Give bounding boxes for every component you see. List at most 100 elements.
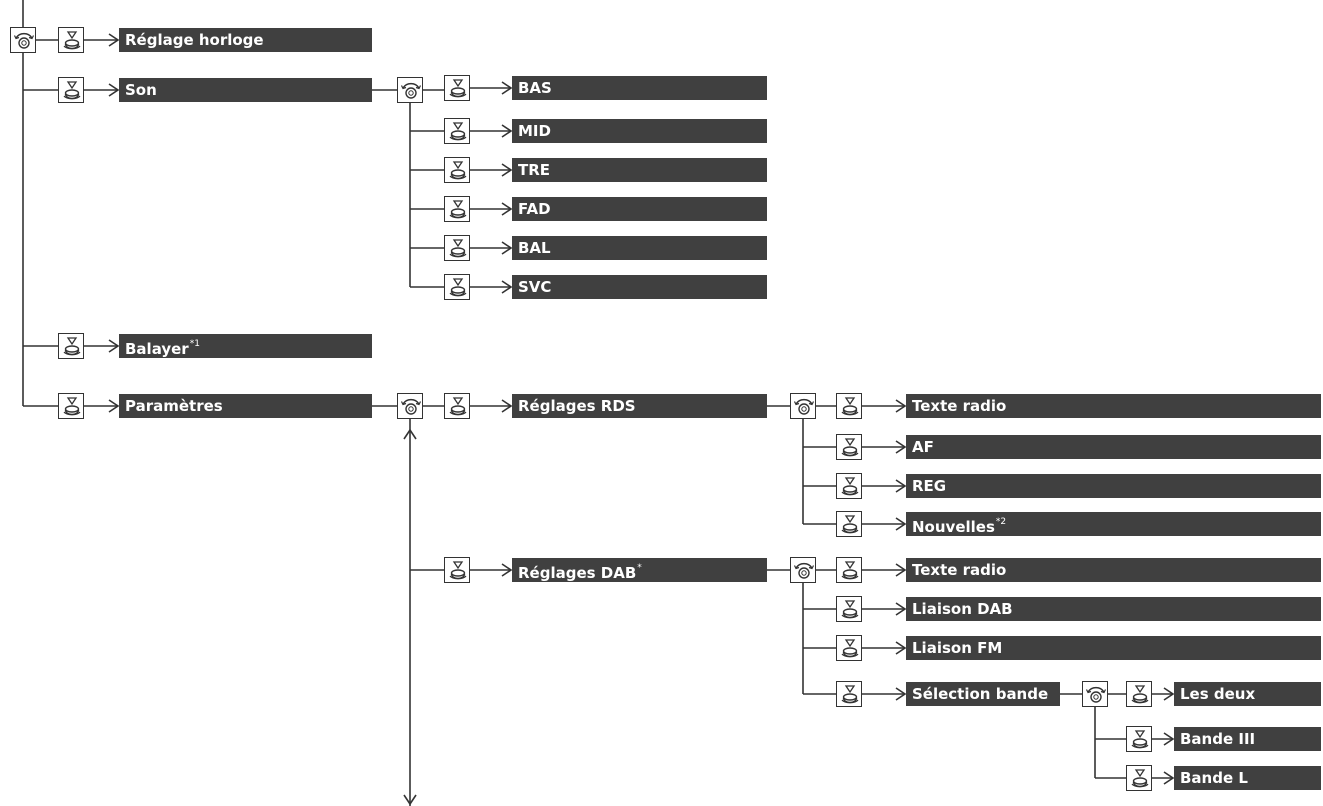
- menu-item-label: Bande L: [1180, 769, 1248, 787]
- arrow-right-icon: [470, 124, 513, 138]
- arrow-right-icon: [862, 399, 907, 413]
- menu-item-label: Liaison FM: [912, 639, 1003, 657]
- bande-item-bande-iii: Bande III: [1174, 727, 1321, 751]
- footnote-marker: *2: [995, 517, 1007, 527]
- arrow-right-icon: [84, 399, 120, 413]
- arrow-down-icon: [403, 794, 417, 806]
- arrow-right-icon: [862, 563, 907, 577]
- menu-item-label: MID: [518, 122, 551, 140]
- knob-push-icon: [444, 75, 470, 101]
- knob-rotate-icon: [397, 393, 423, 419]
- dab-item-liaison-dab: Liaison DAB: [906, 597, 1321, 621]
- menu-item-label: Texte radio: [912, 561, 1007, 579]
- arrow-right-icon: [84, 33, 120, 47]
- arrow-right-icon: [1152, 732, 1175, 746]
- knob-push-icon: [444, 235, 470, 261]
- arrow-right-icon: [470, 163, 513, 177]
- params-item-reglages-dab: Réglages DAB*: [512, 558, 767, 582]
- menu-item-label: TRE: [518, 161, 551, 179]
- params-item-reglages-rds: Réglages RDS: [512, 394, 767, 418]
- arrow-right-icon: [1152, 771, 1175, 785]
- knob-rotate-icon: [10, 27, 36, 53]
- rds-item-nouvelles: Nouvelles*2: [906, 512, 1321, 536]
- dab-item-selection-bande: Sélection bande: [906, 682, 1060, 706]
- menu-item-label: Paramètres: [125, 397, 223, 415]
- menu-item-balayer: Balayer*1: [119, 334, 372, 358]
- arrow-right-icon: [470, 399, 513, 413]
- dab-item-liaison-fm: Liaison FM: [906, 636, 1321, 660]
- menu-item-son: Son: [119, 78, 372, 102]
- knob-rotate-icon: [1082, 681, 1108, 707]
- menu-item-label: Réglages RDS: [518, 397, 636, 415]
- arrow-right-icon: [470, 280, 513, 294]
- arrow-right-icon: [862, 479, 907, 493]
- knob-push-icon: [836, 434, 862, 460]
- arrow-up-icon: [403, 428, 417, 440]
- knob-push-icon: [836, 393, 862, 419]
- knob-push-icon: [836, 596, 862, 622]
- son-item-svc: SVC: [512, 275, 767, 299]
- menu-item-label: Réglage horloge: [125, 31, 264, 49]
- arrow-right-icon: [84, 83, 120, 97]
- knob-push-icon: [836, 473, 862, 499]
- menu-item-label: Les deux: [1180, 685, 1256, 703]
- footnote-marker: *: [637, 563, 642, 573]
- menu-item-label: Son: [125, 81, 157, 99]
- arrow-right-icon: [862, 641, 907, 655]
- rds-item-texte-radio: Texte radio: [906, 394, 1321, 418]
- knob-push-icon: [836, 681, 862, 707]
- menu-item-label: REG: [912, 477, 947, 495]
- arrow-right-icon: [84, 339, 120, 353]
- son-item-fad: FAD: [512, 197, 767, 221]
- arrow-right-icon: [862, 602, 907, 616]
- menu-item-label: Réglages DAB: [518, 564, 637, 582]
- knob-push-icon: [836, 635, 862, 661]
- knob-push-icon: [58, 333, 84, 359]
- arrow-right-icon: [470, 563, 513, 577]
- arrow-right-icon: [862, 440, 907, 454]
- menu-item-label: Texte radio: [912, 397, 1007, 415]
- rds-item-reg: REG: [906, 474, 1321, 498]
- son-item-tre: TRE: [512, 158, 767, 182]
- knob-push-icon: [58, 77, 84, 103]
- son-item-mid: MID: [512, 119, 767, 143]
- knob-push-icon: [58, 393, 84, 419]
- menu-item-label: SVC: [518, 278, 552, 296]
- arrow-right-icon: [470, 202, 513, 216]
- knob-rotate-icon: [790, 393, 816, 419]
- menu-item-label: FAD: [518, 200, 551, 218]
- knob-push-icon: [444, 393, 470, 419]
- knob-push-icon: [444, 557, 470, 583]
- arrow-right-icon: [470, 81, 513, 95]
- knob-push-icon: [1126, 765, 1152, 791]
- knob-push-icon: [444, 157, 470, 183]
- arrow-right-icon: [1152, 687, 1175, 701]
- menu-item-label: Liaison DAB: [912, 600, 1013, 618]
- menu-item-reglage-horloge: Réglage horloge: [119, 28, 372, 52]
- menu-item-label: Balayer: [125, 340, 189, 358]
- bande-item-bande-l: Bande L: [1174, 766, 1321, 790]
- knob-push-icon: [1126, 726, 1152, 752]
- knob-push-icon: [444, 118, 470, 144]
- dab-item-texte-radio: Texte radio: [906, 558, 1321, 582]
- knob-push-icon: [58, 27, 84, 53]
- menu-item-label: Sélection bande: [912, 685, 1049, 703]
- menu-item-label: BAL: [518, 239, 551, 257]
- knob-push-icon: [1126, 681, 1152, 707]
- son-item-bas: BAS: [512, 76, 767, 100]
- arrow-right-icon: [862, 687, 907, 701]
- menu-item-label: Bande III: [1180, 730, 1256, 748]
- arrow-right-icon: [470, 241, 513, 255]
- footnote-marker: *1: [189, 339, 200, 349]
- menu-item-label: BAS: [518, 79, 552, 97]
- knob-push-icon: [836, 557, 862, 583]
- menu-item-parametres: Paramètres: [119, 394, 372, 418]
- rds-item-af: AF: [906, 435, 1321, 459]
- bande-item-les-deux: Les deux: [1174, 682, 1321, 706]
- knob-push-icon: [444, 274, 470, 300]
- menu-item-label: AF: [912, 438, 934, 456]
- knob-rotate-icon: [397, 77, 423, 103]
- son-item-bal: BAL: [512, 236, 767, 260]
